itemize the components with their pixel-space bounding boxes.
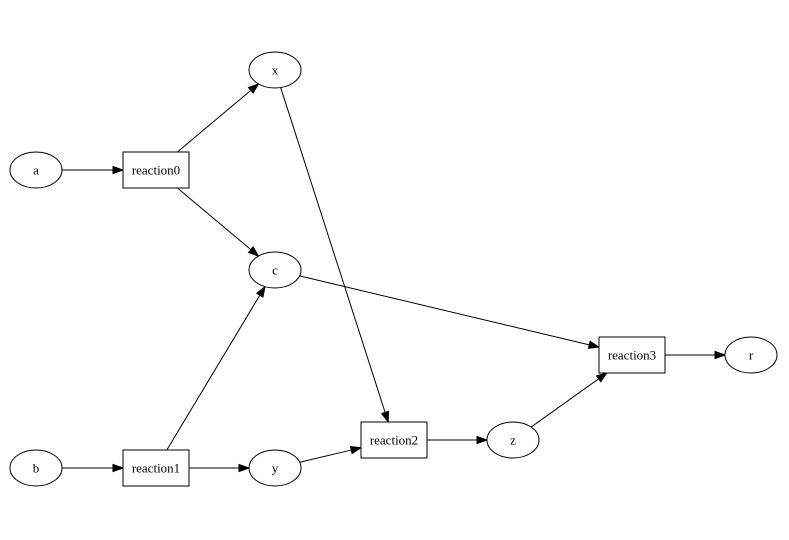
node-c: c [248,251,302,289]
node-reaction1: reaction1 [122,449,190,487]
node-label: reaction3 [608,348,656,363]
nodes-layer: a b x c y z r reaction0 reaction1 reaction2 reacti… [9,51,778,487]
edge-line [166,294,261,451]
node-reaction3: reaction3 [598,336,666,374]
node-box [598,336,666,374]
arrowhead [595,372,609,383]
node-label: reaction0 [132,163,180,178]
node-z: z [486,421,540,459]
node-reaction0: reaction0 [122,151,190,189]
node-label: z [510,433,516,448]
node-box [360,421,428,459]
node-box [122,449,190,487]
node-ellipse [9,151,63,189]
node-ellipse [248,449,302,487]
arrowhead [255,285,266,298]
edge-line [177,89,252,153]
arrowhead [112,165,125,175]
edge-reaction1-to-y [189,463,251,473]
arrowhead [247,82,260,94]
arrowhead [238,463,251,473]
edge-line [177,187,252,251]
edge-a-to-reaction0 [62,165,125,175]
edge-reaction3-to-r [665,350,727,360]
edge-y-to-reaction2 [299,445,363,463]
arrowhead [714,350,727,360]
node-label: b [33,461,40,476]
arrowhead [587,340,601,349]
node-ellipse [248,51,302,89]
node-x: x [248,51,302,89]
node-label: a [33,163,39,178]
edge-reaction1-to-c [166,285,266,451]
node-y: y [248,449,302,487]
edge-b-to-reaction1 [62,463,125,473]
node-label: c [272,263,278,278]
edge-z-to-reaction3 [530,372,609,428]
edge-c-to-reaction3 [299,275,601,349]
node-label: reaction2 [370,433,418,448]
node-label: y [272,461,279,476]
node-box [122,151,190,189]
edges-layer [62,82,727,473]
node-r: r [724,336,778,374]
node-ellipse [724,336,778,374]
edge-line [280,87,386,413]
edge-line [299,449,352,463]
node-b: b [9,449,63,487]
arrowhead [349,445,363,455]
node-a: a [9,151,63,189]
node-label: reaction1 [132,461,180,476]
arrowhead [476,435,489,445]
node-reaction2: reaction2 [360,421,428,459]
arrowhead [247,246,260,258]
node-label: r [749,348,754,363]
node-ellipse [9,449,63,487]
edge-line [299,275,590,346]
edge-x-to-reaction2 [280,87,390,424]
node-ellipse [486,421,540,459]
edge-reaction0-to-x [177,82,260,153]
node-ellipse [248,251,302,289]
arrowhead [380,410,390,424]
edge-reaction2-to-z [427,435,489,445]
arrowhead [112,463,125,473]
node-label: x [272,63,279,78]
edge-reaction0-to-c [177,187,260,258]
edge-line [530,378,599,428]
